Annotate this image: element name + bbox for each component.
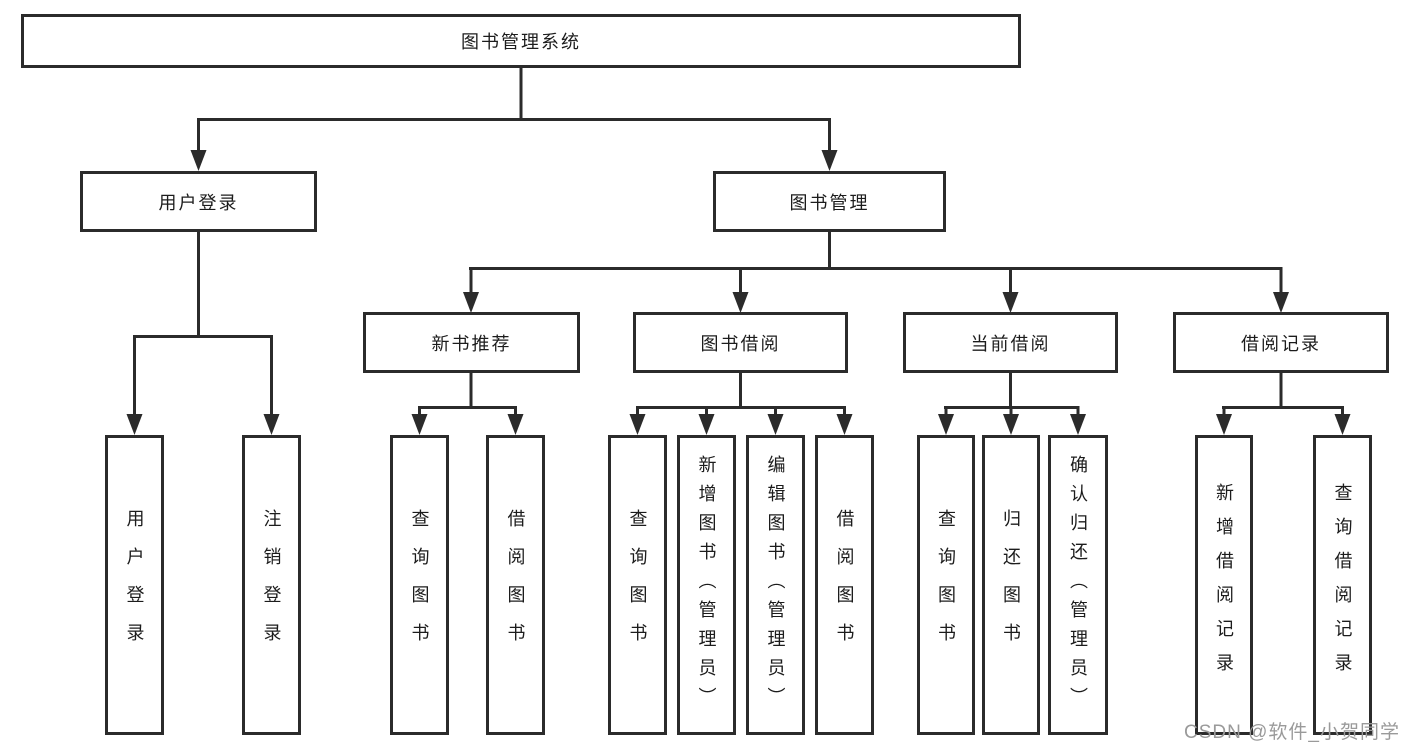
leaf-edit-books-admin: 编辑图书（管理员）: [746, 435, 805, 735]
node-library-management-system: 图书管理系统: [21, 14, 1021, 68]
csdn-watermark: CSDN @软件_小贺同学: [1184, 722, 1400, 743]
leaf-borrow-books-borrowing: 借阅图书: [815, 435, 874, 735]
node-current-borrowing: 当前借阅: [903, 312, 1118, 373]
leaf-return-books: 归还图书: [982, 435, 1040, 735]
leaf-confirm-return-admin: 确认归还（管理员）: [1048, 435, 1108, 735]
node-book-borrowing: 图书借阅: [633, 312, 848, 373]
leaf-query-borrow-record: 查询借阅记录: [1313, 435, 1372, 735]
leaf-logout: 注销登录: [242, 435, 301, 735]
leaf-query-books-recommend: 查询图书: [390, 435, 449, 735]
leaf-borrow-books-recommend: 借阅图书: [486, 435, 545, 735]
leaf-query-books-current: 查询图书: [917, 435, 975, 735]
leaf-add-books-admin: 新增图书（管理员）: [677, 435, 736, 735]
leaf-user-login: 用户登录: [105, 435, 164, 735]
node-book-management: 图书管理: [713, 171, 946, 232]
node-borrowing-records: 借阅记录: [1173, 312, 1389, 373]
leaf-query-books-borrowing: 查询图书: [608, 435, 667, 735]
node-new-book-recommendation: 新书推荐: [363, 312, 580, 373]
leaf-add-borrow-record: 新增借阅记录: [1195, 435, 1253, 735]
node-user-login: 用户登录: [80, 171, 317, 232]
